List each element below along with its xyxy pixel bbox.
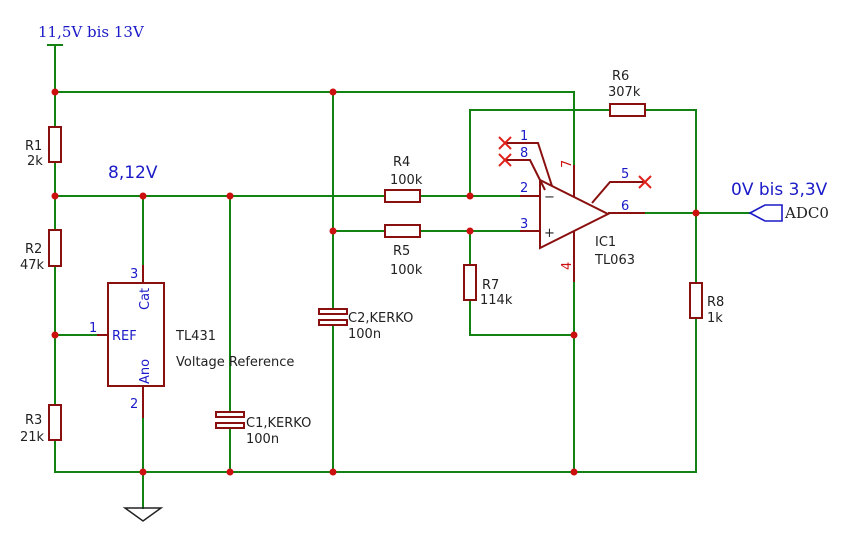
- resistor-r1: R1 2k: [25, 126, 62, 169]
- r3-value: 21k: [20, 430, 45, 445]
- opamp-pin-nc1: 1: [520, 129, 528, 144]
- resistor-r6: R6 307k: [608, 69, 646, 117]
- resistor-r5: R5 100k: [384, 224, 423, 278]
- supply-label: 11,5V bis 13V: [38, 23, 145, 41]
- r2-value: 47k: [20, 258, 45, 273]
- r4-value: 100k: [390, 173, 423, 188]
- capacitor-c1: C1,KERKO 100n: [215, 411, 311, 447]
- r5-name: R5: [393, 244, 410, 259]
- r8-name: R8: [707, 295, 724, 310]
- c2-value: 100n: [348, 327, 381, 342]
- opamp-name: IC1: [595, 235, 616, 250]
- tl431-pin-ref-num: 1: [89, 321, 97, 336]
- resistor-r2: R2 47k: [20, 229, 62, 273]
- tl431-pin-cat: Cat: [138, 288, 153, 310]
- opamp-pin-nc5: 5: [621, 167, 629, 182]
- net-label-output-range: 0V bis 3,3V: [731, 180, 828, 200]
- c1-name: C1,KERKO: [246, 416, 311, 431]
- r7-name: R7: [482, 278, 499, 293]
- r1-value: 2k: [27, 154, 43, 169]
- tl431-reference: 3 1 2 REF Cat Ano TL431 Voltage Referenc…: [89, 265, 294, 418]
- ground-symbol: [122, 507, 164, 522]
- tl431-pin-ano: Ano: [138, 359, 153, 384]
- resistor-r4: R4 100k: [384, 155, 423, 203]
- supply-symbol: 11,5V bis 13V: [38, 23, 145, 46]
- opamp-ic1: − + 2 3 6 1 8 5 7 4 IC1 TL063: [498, 129, 652, 282]
- r1-name: R1: [25, 139, 42, 154]
- opamp-pin-noninv: 3: [520, 217, 528, 232]
- net-label-reference-voltage: 8,12V: [108, 163, 158, 183]
- output-port-label: ADC0: [784, 204, 829, 222]
- r6-name: R6: [612, 69, 629, 84]
- opamp-pin-nc8: 8: [520, 146, 528, 161]
- r4-name: R4: [393, 155, 410, 170]
- opamp-minus-sign: −: [544, 190, 555, 205]
- output-port-adc0: ADC0: [748, 204, 829, 222]
- junctions: [51, 88, 700, 476]
- opamp-pin-inv: 2: [520, 181, 528, 196]
- opamp-pin-vcc: 7: [560, 160, 575, 168]
- opamp-value: TL063: [594, 253, 635, 268]
- resistor-r8: R8 1k: [689, 282, 724, 326]
- opamp-plus-sign: +: [544, 226, 555, 241]
- tl431-name: TL431: [175, 329, 216, 344]
- r2-name: R2: [25, 242, 42, 257]
- c1-value: 100n: [246, 432, 279, 447]
- r3-name: R3: [25, 413, 42, 428]
- resistor-r3: R3 21k: [20, 404, 62, 445]
- r8-value: 1k: [707, 311, 723, 326]
- tl431-pin-cat-num: 3: [130, 267, 138, 282]
- r6-value: 307k: [608, 85, 641, 100]
- opamp-pin-vee: 4: [560, 262, 575, 270]
- resistor-r7: R7 114k: [463, 264, 513, 308]
- wires: [54, 44, 751, 509]
- r7-value: 114k: [480, 293, 513, 308]
- tl431-pin-ano-num: 2: [130, 397, 138, 412]
- capacitor-c2: C2,KERKO 100n: [318, 308, 413, 342]
- r5-value: 100k: [390, 263, 423, 278]
- tl431-pin-ref: REF: [112, 329, 137, 344]
- tl431-description: Voltage Reference: [176, 355, 294, 370]
- opamp-pin-out: 6: [621, 199, 629, 214]
- c2-name: C2,KERKO: [348, 311, 413, 326]
